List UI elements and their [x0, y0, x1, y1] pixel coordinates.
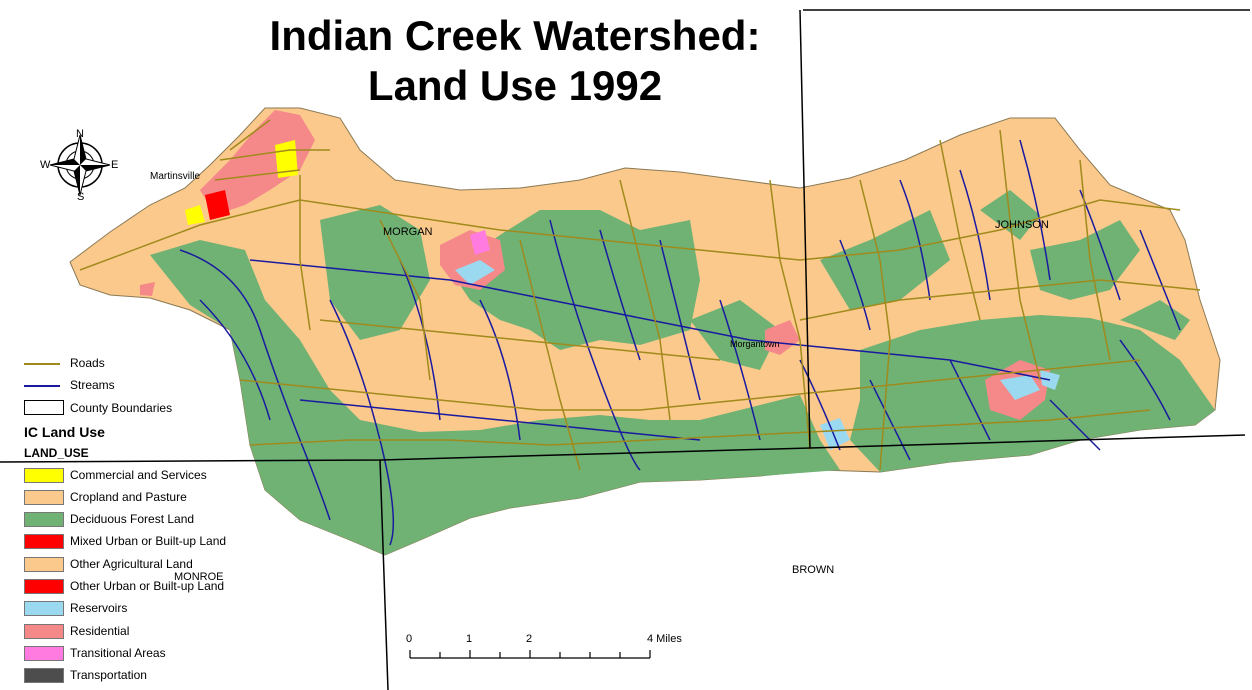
legend-county-swatch — [24, 400, 64, 415]
legend-swatch-reservoirs — [24, 601, 64, 616]
north-arrow-icon — [49, 134, 111, 196]
legend-label-forest: Deciduous Forest Land — [70, 512, 195, 526]
legend-label-transportation: Transportation — [70, 668, 147, 682]
legend-layer-title: IC Land Use — [24, 424, 105, 440]
place-brown: BROWN — [792, 564, 835, 576]
legend-roads-label: Roads — [70, 356, 105, 370]
legend-swatch-transitional — [24, 646, 64, 661]
legend-field-title: LAND_USE — [24, 446, 89, 460]
legend-swatch-commercial — [24, 468, 64, 483]
legend-label-other-urban: Other Urban or Built-up Land — [70, 579, 225, 593]
legend-swatch-forest — [24, 512, 64, 527]
streams — [179, 139, 1181, 546]
legend-swatch-residential — [24, 624, 64, 639]
urban-areas — [140, 110, 1060, 450]
east-label: E — [111, 159, 119, 171]
legend-swatch-other-urban — [24, 579, 64, 594]
legend-label-commercial: Commercial and Services — [70, 468, 207, 482]
legend-swatch-mixed-urban — [24, 534, 64, 549]
south-label: S — [77, 191, 85, 203]
legend-swatch-other-agri — [24, 557, 64, 572]
legend-label-residential: Residential — [70, 624, 130, 638]
county-boundaries — [0, 9, 1250, 690]
place-martinsville: Martinsville — [150, 171, 201, 182]
scale-tick-4: 4 Miles — [647, 633, 682, 645]
roads — [79, 119, 1201, 471]
map-title-line1: Indian Creek Watershed: — [269, 12, 761, 59]
legend-swatch-transportation — [24, 668, 64, 683]
legend-label-mixed-urban: Mixed Urban or Built-up Land — [70, 534, 227, 548]
place-johnson: JOHNSON — [995, 219, 1049, 231]
scale-tick-1: 1 — [466, 633, 473, 645]
legend-label-reservoirs: Reservoirs — [70, 601, 128, 615]
legend-swatch-cropland — [24, 490, 64, 505]
place-morgantown: Morgantown — [730, 339, 780, 349]
legend-streams-label: Streams — [70, 378, 115, 392]
north-label: N — [76, 128, 84, 140]
legend-roads-swatch — [24, 363, 60, 365]
legend-county-label: County Boundaries — [70, 401, 173, 415]
legend-streams-swatch — [24, 385, 60, 387]
map-title-line2: Land Use 1992 — [367, 62, 663, 109]
place-morgan: MORGAN — [383, 226, 433, 238]
scale-tick-2: 2 — [526, 633, 533, 645]
place-monroe: MONROE — [174, 571, 224, 583]
scale-bar — [409, 650, 651, 659]
legend-label-cropland: Cropland and Pasture — [70, 490, 187, 504]
legend-label-other-agri: Other Agricultural Land — [70, 557, 193, 571]
scale-tick-0: 0 — [406, 633, 413, 645]
west-label: W — [40, 159, 51, 171]
legend-label-transitional: Transitional Areas — [70, 646, 166, 660]
